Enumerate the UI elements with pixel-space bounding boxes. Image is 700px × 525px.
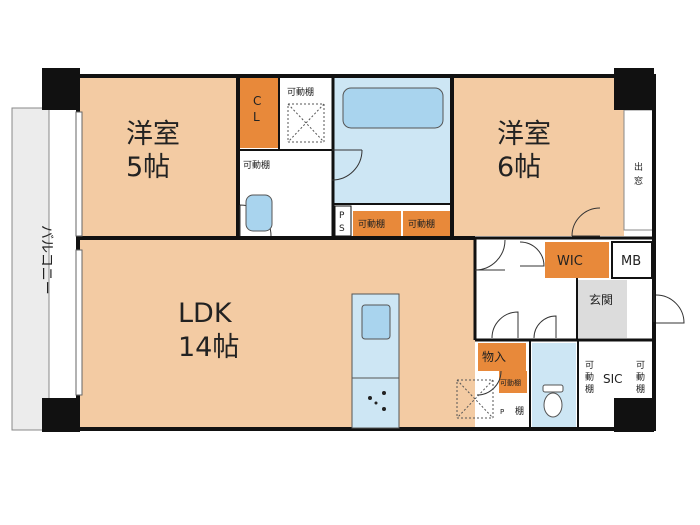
entrance-label: 玄関 <box>589 292 613 307</box>
sic-shelf-right-3: 棚 <box>636 383 645 395</box>
room-ldk-name: LDK <box>178 298 233 329</box>
storage <box>478 343 526 371</box>
ps-label-small: P <box>500 408 504 416</box>
hatch-marks <box>287 103 494 419</box>
room-ldk-size: 14帖 <box>178 332 239 363</box>
bay-window-label-2: 窓 <box>634 175 643 187</box>
room-western-5-name: 洋室 <box>126 119 180 150</box>
room-western-5-size: 5帖 <box>126 152 170 183</box>
mb <box>611 241 653 279</box>
sic-shelf-left-2: 動 <box>585 372 594 383</box>
sic-shelf-left-1: 可 <box>585 360 594 371</box>
shelf-c <box>499 371 527 393</box>
movable-shelf-label-a: 可動棚 <box>358 218 385 230</box>
movable-shelf-label-bath: 可動棚 <box>287 86 314 98</box>
cl-label-l: L <box>253 110 260 124</box>
door-swing-icon <box>239 149 685 396</box>
shelf-a <box>353 211 401 236</box>
wic-label: WIC <box>557 254 583 269</box>
windows <box>75 111 83 396</box>
movable-shelf-label-b: 可動棚 <box>408 218 435 230</box>
stove-burners-icon <box>368 391 386 411</box>
movable-shelf-label-c: 可動棚 <box>500 378 521 387</box>
balcony <box>11 107 50 431</box>
balcony-label: バルコニー <box>38 225 54 295</box>
room-western-6-name: 洋室 <box>497 119 551 150</box>
bay-window-label-1: 出 <box>634 161 643 173</box>
pillars <box>42 68 654 432</box>
mb-label: MB <box>621 254 641 269</box>
shelf-b <box>403 211 451 236</box>
room-ldk <box>80 240 475 427</box>
sic-shelf-left-3: 棚 <box>585 383 594 395</box>
ps-label-s: S <box>339 224 345 234</box>
entrance <box>577 280 627 338</box>
bathtub-icon <box>342 87 444 129</box>
ps-label-p: P <box>339 211 345 221</box>
sic-shelf-right-1: 可 <box>636 360 645 371</box>
movable-shelf-label-wash: 可動棚 <box>243 159 270 171</box>
wic <box>545 242 609 278</box>
toilet-icon <box>542 384 564 418</box>
sic-shelf-right-2: 動 <box>636 372 645 383</box>
washbasin-icon <box>245 194 273 232</box>
storage-label: 物入 <box>482 350 506 364</box>
room-western-6-size: 6帖 <box>497 152 541 183</box>
kitchen-sink-icon <box>361 304 391 340</box>
room-western-5 <box>80 78 238 236</box>
room-western-6 <box>452 78 624 236</box>
closet-cl <box>240 78 279 148</box>
shelf-label: 棚 <box>515 405 524 417</box>
sic-label: SIC <box>603 372 623 386</box>
cl-label-c: C <box>253 94 261 108</box>
